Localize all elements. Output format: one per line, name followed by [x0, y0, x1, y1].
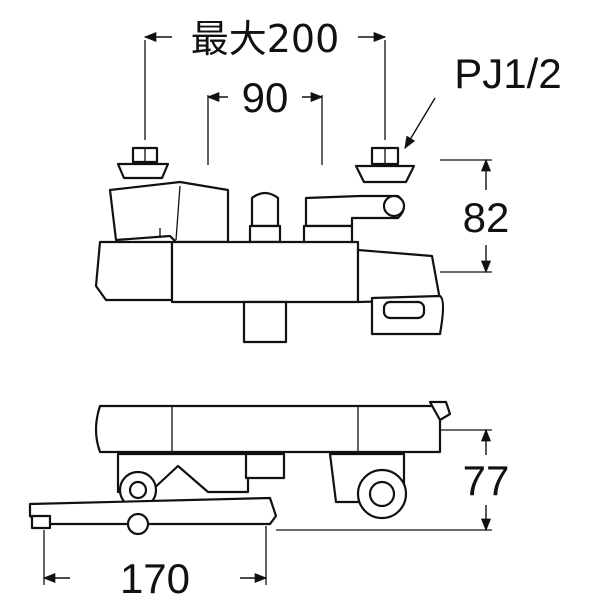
side-base-plate: [28, 496, 278, 526]
side-view: [28, 400, 492, 585]
label-77: 77: [463, 457, 510, 504]
top-view: [94, 31, 492, 344]
pj-leader-line: [404, 97, 436, 150]
label-max-200: 最大200: [191, 17, 340, 61]
side-lower-wheel: [126, 512, 150, 536]
body-right-wing: [356, 248, 442, 304]
left-nut-flange: [116, 162, 170, 180]
side-body-cap: [428, 400, 452, 422]
body-center-block: [170, 240, 360, 304]
body-left-wing: [94, 240, 174, 302]
right-handle-slot: [382, 300, 426, 320]
center-knob: [250, 191, 280, 228]
label-170: 170: [120, 555, 190, 600]
side-spout-tip: [30, 514, 52, 530]
side-body: [94, 404, 442, 454]
label-90: 90: [242, 74, 289, 121]
left-inlet-elbow: [108, 180, 230, 244]
label-82: 82: [463, 194, 510, 241]
right-elbow-cap: [382, 194, 406, 218]
label-pj-thread: PJ1/2: [454, 50, 561, 97]
side-spout-block: [244, 452, 286, 480]
right-nut-flange: [354, 164, 416, 184]
spout-pipe: [242, 300, 288, 344]
center-knob-base: [248, 224, 282, 244]
